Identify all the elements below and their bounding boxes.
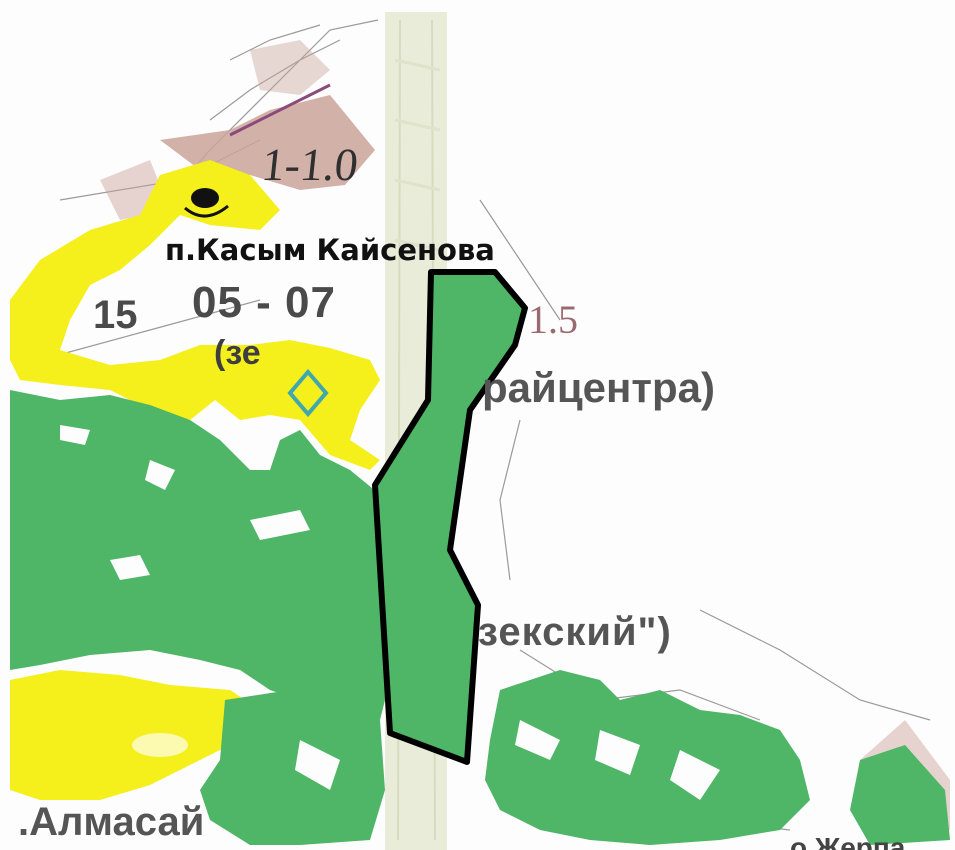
village-label: п.Касым Кайсенова [165,233,495,267]
forest-gaps [60,425,720,800]
parcel-boundary[interactable] [372,269,528,765]
contour-label-top: 1-1.0 [259,139,361,190]
bottom-right-label: о.Жерпа [790,832,906,850]
fragment-label: (зе [214,334,261,372]
yellow-highlight [10,160,380,800]
forest-areas [10,390,950,845]
number-15-label: 15 [93,293,138,337]
district-label: зекский") [478,610,672,654]
contour-label-right: 1.5 [528,297,578,342]
settlement-marker-icon [184,188,229,218]
block-number-label: 05 - 07 [192,278,336,327]
terrain-line [229,83,331,137]
diamond-icon [287,368,329,418]
almasai-label: .Алмасай [18,800,205,844]
raion-center-label: райцентра) [482,364,715,411]
